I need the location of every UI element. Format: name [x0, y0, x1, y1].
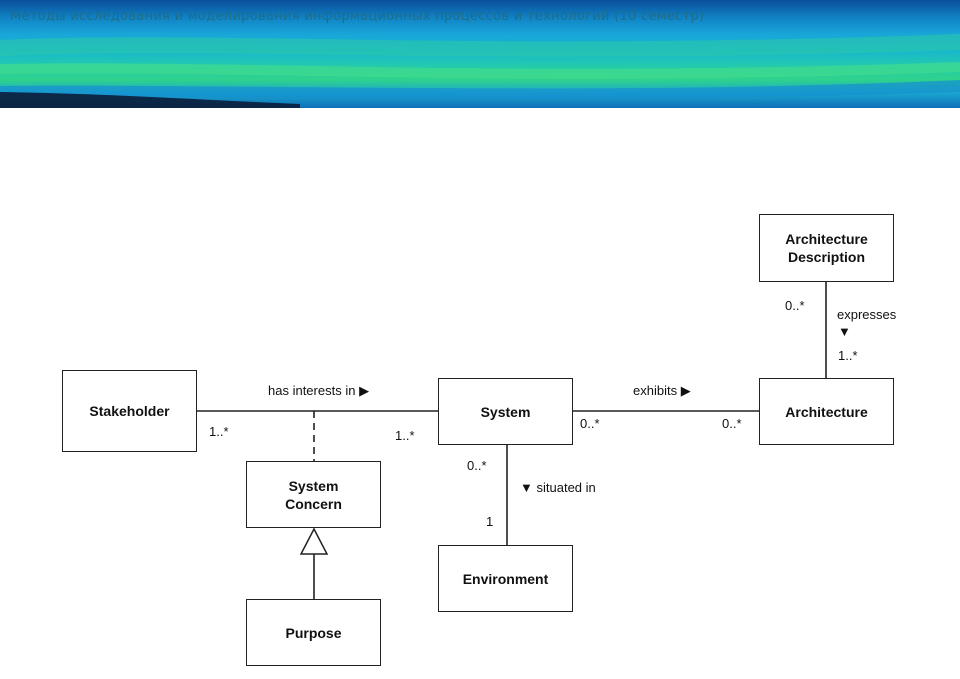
system-box: System	[438, 378, 573, 445]
architecture-box: Architecture	[759, 378, 894, 445]
architecture-description-label-line1: Architecture	[785, 231, 868, 247]
system-concern-box: System Concern	[246, 461, 381, 528]
system-label: System	[480, 403, 531, 420]
purpose-label: Purpose	[285, 624, 342, 641]
environment-label: Environment	[462, 570, 549, 587]
exhibits-label: exhibits ▶	[633, 383, 691, 398]
multiplicity-system-interest: 1..*	[395, 428, 415, 443]
multiplicity-architecture-expresses: 1..*	[838, 348, 858, 363]
architecture-label: Architecture	[785, 403, 868, 420]
multiplicity-stakeholder: 1..*	[209, 424, 229, 439]
system-concern-label-line2: Concern	[285, 495, 342, 512]
arrow-right-icon: ▶	[359, 383, 370, 398]
architecture-description-label-line2: Description	[787, 249, 865, 265]
situated-in-label: ▼ situated in	[520, 480, 596, 495]
system-concern-label-line1: System	[288, 477, 339, 494]
multiplicity-system-situated: 0..*	[467, 458, 487, 473]
header-banner: Методы исследования и моделирования инфо…	[0, 0, 960, 108]
architecture-description-box: Architecture Description	[759, 214, 894, 282]
banner-wave-decoration	[0, 34, 960, 108]
arrow-down-icon: ▼	[838, 324, 851, 339]
multiplicity-environment: 1	[486, 514, 494, 529]
generalization-triangle-icon	[299, 527, 329, 555]
stakeholder-box: Stakeholder	[62, 370, 197, 452]
expresses-label: expresses	[837, 307, 897, 322]
has-interests-in-label: has interests in ▶	[268, 383, 370, 398]
multiplicity-system-exhibits: 0..*	[580, 416, 600, 431]
course-title: Методы исследования и моделирования инфо…	[10, 9, 705, 24]
arrow-right-icon: ▶	[680, 383, 691, 398]
multiplicity-architecture-exhibits: 0..*	[722, 416, 742, 431]
multiplicity-ad-expresses: 0..*	[785, 298, 805, 313]
purpose-box: Purpose	[246, 599, 381, 666]
arrow-down-icon: ▼	[520, 480, 533, 495]
environment-box: Environment	[438, 545, 573, 612]
stakeholder-label: Stakeholder	[89, 403, 170, 419]
